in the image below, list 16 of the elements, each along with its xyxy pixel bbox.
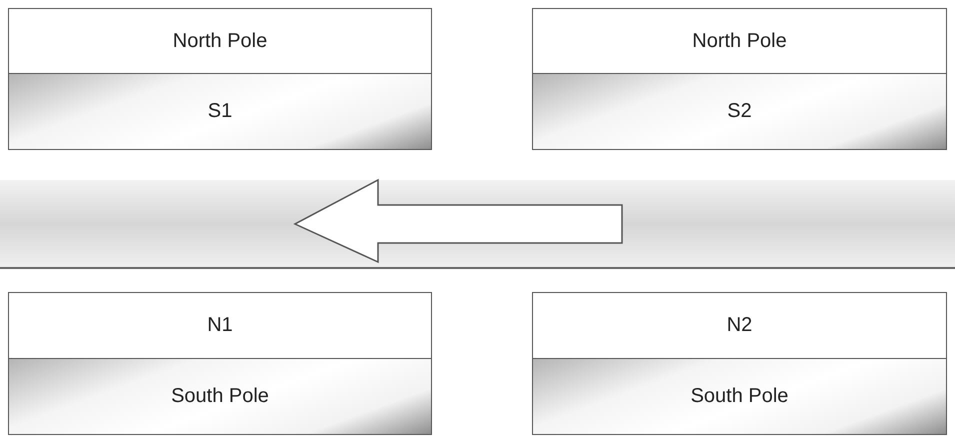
pole-label: North Pole: [172, 30, 268, 52]
pole-label: South Pole: [690, 385, 788, 408]
magnet-label-box: [8, 8, 432, 74]
pole-label: North Pole: [692, 30, 787, 52]
pole-label: S1: [208, 100, 232, 123]
magnet-label-box: [532, 292, 947, 359]
magnet-pole-box: [532, 73, 947, 150]
magnet-label-box: [532, 8, 947, 74]
pole-label: S2: [727, 100, 752, 123]
magnet-label-box: [8, 292, 432, 359]
magnet-pole-box: [8, 358, 432, 435]
pole-label: N1: [207, 314, 233, 337]
pole-label: N2: [726, 314, 752, 337]
magnet-pole-box: [532, 358, 947, 435]
magnet-pole-box: [8, 73, 432, 150]
pole-label: South Pole: [171, 385, 269, 408]
